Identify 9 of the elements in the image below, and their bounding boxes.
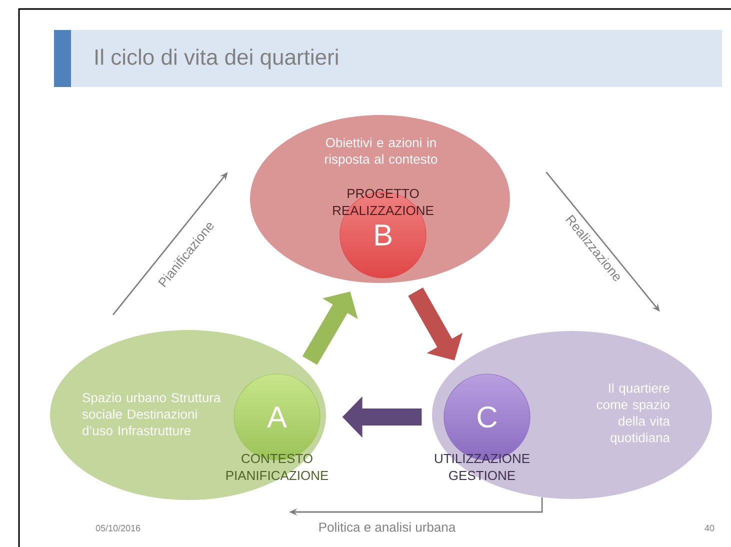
title: Il ciclo di vita dei quartieri [96, 48, 338, 70]
circle-caption: PROGETTO REALIZZAZIONE [333, 188, 434, 216]
ellipse-text: Spazio urbano Struttura sociale Destinazioni d’uso Infrastrutture [82, 392, 221, 436]
edge-label: Politica e analisi urbana [319, 522, 456, 532]
footer-text: 05/10/2016 [96, 524, 140, 532]
footer-text: 40 [704, 524, 714, 532]
circle-caption: UTILIZZAZIONE GESTIONE [434, 454, 530, 480]
ellipse-text: Obiettivi e azioni in risposta al contesto [325, 138, 438, 166]
ellipse-text: Il quartiere come spazio della vita quotidiana [596, 383, 670, 445]
